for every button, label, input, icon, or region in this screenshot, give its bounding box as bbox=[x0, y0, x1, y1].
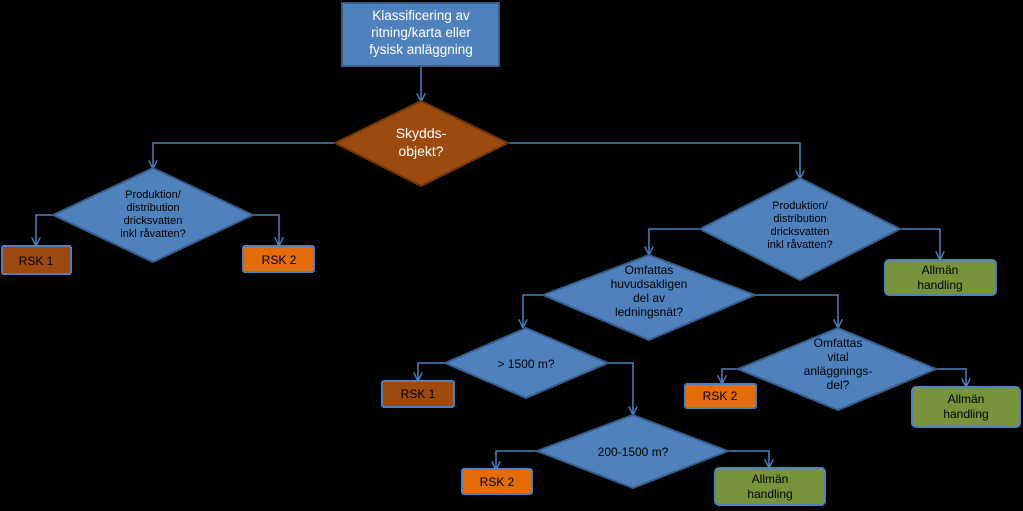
allman-2-box bbox=[911, 386, 1021, 428]
rsk2-mid-label: RSK 2 bbox=[703, 389, 738, 403]
range-diamond bbox=[534, 413, 731, 490]
prod-right-line-2: distribution bbox=[773, 213, 826, 225]
huvud-diamond bbox=[540, 253, 758, 342]
connectors bbox=[36, 66, 966, 469]
vital-line-4: del? bbox=[827, 378, 850, 392]
rsk2-mid-box bbox=[684, 383, 757, 409]
gt1500-line-1: > 1500 m? bbox=[497, 357, 554, 371]
huvud-line-1: Omfattas bbox=[625, 263, 674, 277]
start-box bbox=[341, 2, 500, 67]
prod-left-line-3: dricksvatten bbox=[124, 215, 183, 227]
rsk2-bottom-label: RSK 2 bbox=[480, 475, 515, 489]
start-line-2: ritning/karta eller bbox=[371, 25, 471, 40]
vital-line-1: Omfattas bbox=[814, 336, 863, 350]
allman-3-line-1: Allmän bbox=[752, 472, 789, 486]
skydd-diamond bbox=[332, 99, 511, 188]
connector-prodright-to-huvud bbox=[649, 228, 700, 254]
skydd-line-2: objekt? bbox=[398, 143, 443, 159]
connector-skydd-to-prod-right bbox=[508, 142, 800, 178]
rsk1-mid-label: RSK 1 bbox=[401, 387, 436, 401]
rsk2-mid-line-1: RSK 2 bbox=[703, 389, 738, 403]
rsk1-top-box bbox=[1, 245, 72, 275]
connector-gt1500-to-rsk1 bbox=[418, 362, 445, 380]
rsk2-bottom-line-1: RSK 2 bbox=[480, 475, 515, 489]
prod-right-line-4: inkl råvatten? bbox=[767, 239, 832, 251]
allman-3-line-2: handling bbox=[747, 487, 792, 501]
start-line-3: fysisk anläggning bbox=[369, 42, 473, 57]
rsk1-mid-box bbox=[381, 380, 455, 408]
prod-left-line-2: distribution bbox=[126, 202, 179, 214]
huvud-line-4: ledningsnät? bbox=[615, 305, 683, 319]
connector-range-to-allman3 bbox=[728, 450, 769, 467]
rsk1-top-label: RSK 1 bbox=[19, 254, 54, 268]
connector-huvud-to-gt1500 bbox=[523, 294, 543, 327]
connector-vital-to-allman2 bbox=[936, 368, 966, 386]
allman-3-box bbox=[714, 467, 826, 506]
prod-right-diamond bbox=[697, 176, 903, 282]
gt1500-diamond bbox=[442, 326, 611, 400]
rsk2-top-label: RSK 2 bbox=[262, 253, 297, 267]
rsk1-top-line-1: RSK 1 bbox=[19, 254, 54, 268]
vital-line-3: anläggnings- bbox=[804, 364, 873, 378]
range-label: 200-1500 m? bbox=[598, 445, 669, 459]
skydd-line-1: Skydds- bbox=[396, 125, 447, 141]
prod-left-line-1: Produktion/ bbox=[125, 189, 182, 201]
skydd-label: Skydds-objekt? bbox=[396, 125, 447, 159]
rsk2-bottom-box bbox=[461, 468, 533, 495]
start-label: Klassificering av ritning/karta eller fysi… bbox=[369, 8, 473, 57]
gt1500-label: > 1500 m? bbox=[497, 357, 554, 371]
connector-skydd-to-prod-left bbox=[153, 142, 335, 168]
start-line-1: Klassificering av bbox=[372, 8, 470, 23]
huvud-line-3: del av bbox=[633, 291, 665, 305]
connector-gt1500-to-range bbox=[608, 362, 633, 414]
rsk2-top-line-1: RSK 2 bbox=[262, 253, 297, 267]
prod-right-line-3: dricksvatten bbox=[771, 226, 830, 238]
allman-1-box bbox=[884, 259, 997, 296]
allman-1-line-1: Allmän bbox=[922, 263, 959, 277]
rsk1-mid-line-1: RSK 1 bbox=[401, 387, 436, 401]
prod-right-line-1: Produktion/ bbox=[772, 200, 829, 212]
allman-2-line-1: Allmän bbox=[948, 392, 985, 406]
connector-prodleft-to-rsk1 bbox=[36, 214, 53, 245]
vital-diamond bbox=[735, 326, 939, 412]
allman-1-line-2: handling bbox=[917, 278, 962, 292]
connector-vital-to-rsk2 bbox=[722, 368, 738, 383]
range-line-1: 200-1500 m? bbox=[598, 445, 669, 459]
connector-range-to-rsk2 bbox=[496, 450, 537, 469]
connector-huvud-to-vital bbox=[755, 294, 838, 327]
prod-left-diamond bbox=[50, 166, 256, 264]
allman-2-line-2: handling bbox=[943, 407, 988, 421]
rsk2-top-box bbox=[242, 245, 315, 273]
vital-line-2: vital bbox=[827, 350, 848, 364]
huvud-line-2: huvudsakligen bbox=[611, 277, 688, 291]
prod-left-line-4: inkl råvatten? bbox=[120, 228, 185, 240]
connector-prodright-to-allman1 bbox=[900, 228, 940, 259]
connector-prodleft-to-rsk2 bbox=[253, 214, 279, 245]
